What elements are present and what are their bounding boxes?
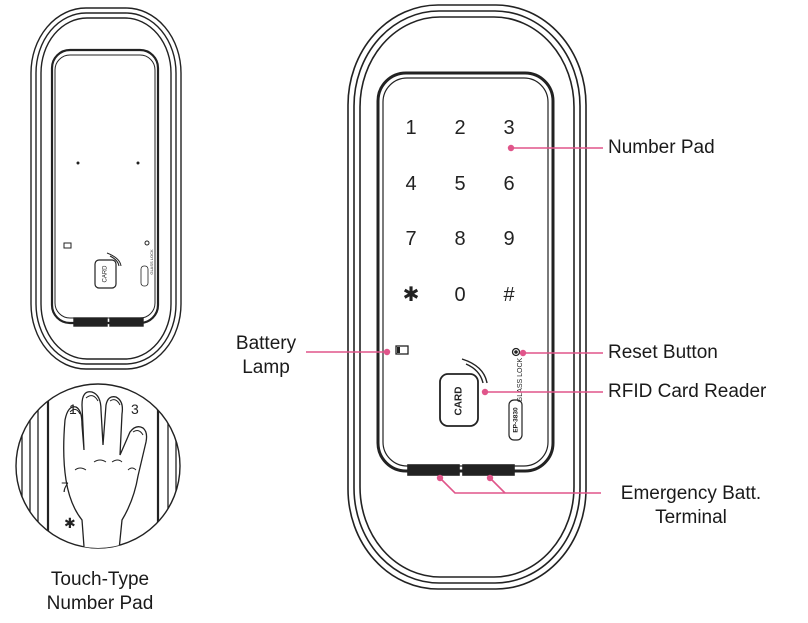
large-card-text: CARD	[454, 387, 465, 416]
key-0: 0	[454, 284, 465, 306]
large-glass-lock-text: GLASS LOCK	[517, 357, 524, 402]
touch-key-3: 3	[131, 401, 139, 417]
battery-lamp-line2: Lamp	[242, 357, 290, 378]
key-2: 2	[454, 117, 465, 139]
small-lock-front	[30, 7, 182, 370]
touch-type-line1: Touch-Type	[50, 569, 150, 590]
small-card-text: CARD	[103, 265, 109, 283]
touch-key-7: 7	[61, 479, 69, 495]
touch-detail-circle: 1 3 7 ✱	[15, 383, 181, 549]
touch-key-1: 1	[69, 401, 77, 417]
keypad: 1 2 3 4 5 6 7 8 9 ✱ 0 #	[403, 117, 516, 306]
small-glass-lock-text: GLASS LOCK	[149, 249, 154, 275]
key-9: 9	[503, 228, 514, 250]
battery-lamp-line1: Battery	[235, 333, 297, 354]
key-6: 6	[503, 173, 514, 195]
hand-illustration	[63, 391, 148, 548]
key-4: 4	[405, 173, 416, 195]
reset-button-label: Reset Button	[608, 342, 718, 363]
battery-lamp-label: Battery Lamp	[224, 332, 308, 380]
key-5: 5	[454, 173, 465, 195]
leader-emergency-batt	[439, 477, 601, 494]
leader-lines	[306, 144, 603, 494]
key-3: 3	[503, 117, 514, 139]
key-8: 8	[454, 228, 465, 250]
key-1: 1	[405, 117, 416, 139]
rfid-card-reader-label: RFID Card Reader	[608, 381, 767, 402]
model-text: EP-3830	[513, 407, 520, 433]
key-7: 7	[405, 228, 416, 250]
key-hash: #	[503, 284, 515, 306]
touch-type-label: Touch-Type Number Pad	[30, 568, 170, 616]
emergency-batt-line2: Terminal	[655, 507, 727, 528]
key-star: ✱	[403, 284, 420, 306]
emergency-batt-label: Emergency Batt. Terminal	[606, 482, 776, 530]
touch-key-star: ✱	[64, 515, 76, 531]
large-lock-front	[347, 4, 587, 590]
number-pad-label: Number Pad	[608, 137, 715, 158]
emergency-batt-line1: Emergency Batt.	[620, 483, 762, 504]
touch-type-line2: Number Pad	[46, 593, 154, 614]
